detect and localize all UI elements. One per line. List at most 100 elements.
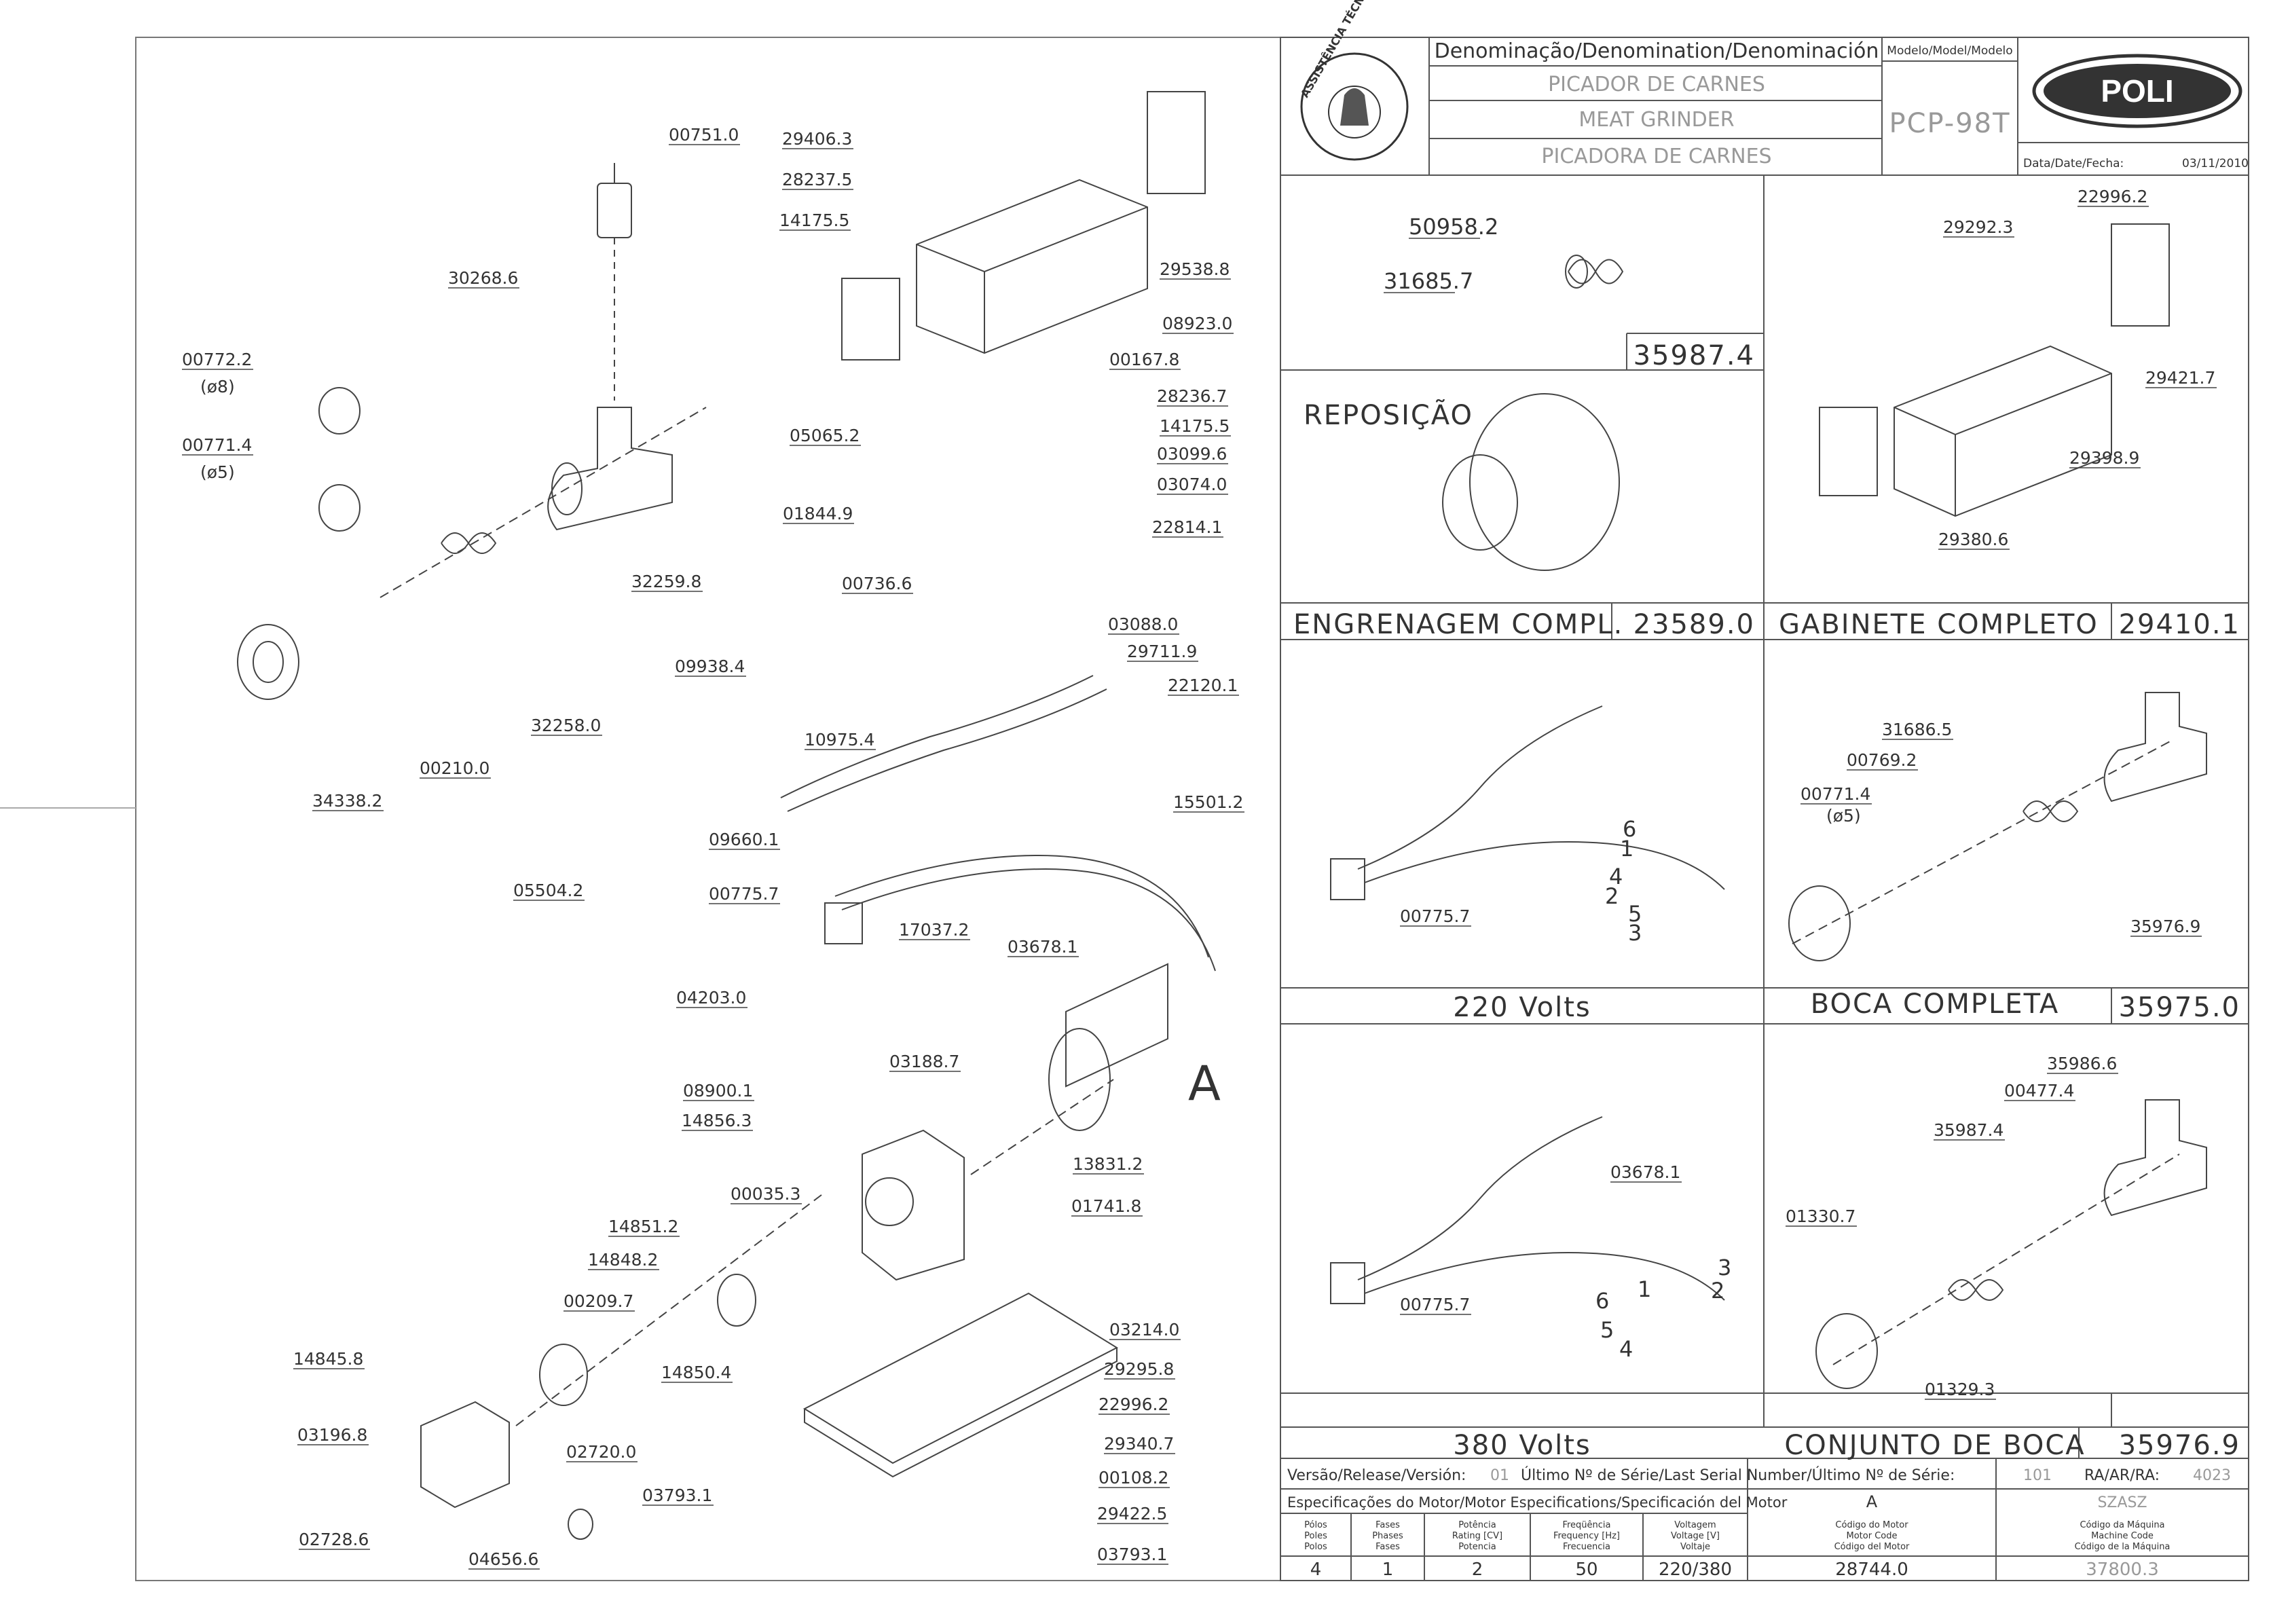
- part-label-148458: 14845.8: [293, 1349, 363, 1369]
- part-label-000353: 00035.3: [731, 1184, 800, 1204]
- part-label-322580: 32258.0: [531, 716, 601, 735]
- motor-callout-a: A: [1188, 1056, 1221, 1111]
- wire-220-6: 6: [1623, 816, 1636, 842]
- ra-label: RA/AR/RA:: [2084, 1467, 2160, 1484]
- motor-spec-values: 4 1 2 50 220/380 28744.0 37800.3: [1310, 1560, 2159, 1580]
- part-label-030740: 03074.0: [1157, 475, 1227, 494]
- wire-220-5: 5: [1628, 901, 1642, 927]
- part-label-148504: 14850.4: [661, 1363, 731, 1382]
- panel-part-label-359874-33: 35987.4: [1934, 1120, 2003, 1140]
- value-motor-code: 28744.0: [1835, 1560, 1908, 1580]
- part-label-099384: 09938.4: [675, 657, 745, 676]
- part-label-8: (ø8): [200, 377, 235, 396]
- part-label-018449: 01844.9: [783, 504, 853, 523]
- part-label-229962: 22996.2: [1098, 1395, 1168, 1414]
- wire-380-6: 6: [1595, 1288, 1609, 1314]
- panel-code-35987: 35987.4: [1633, 340, 1755, 371]
- part-label-001678: 00167.8: [1109, 350, 1179, 369]
- part-label-141755: 14175.5: [1160, 416, 1230, 436]
- part-label-030880: 03088.0: [1108, 614, 1178, 634]
- wire-380-4: 4: [1619, 1336, 1633, 1362]
- panel-part-label-316865-16: 31686.5: [1882, 720, 1952, 739]
- part-label-141755: 14175.5: [779, 210, 849, 230]
- part-label-002097: 00209.7: [564, 1291, 633, 1311]
- panel-part-label-293989-10: 29398.9: [2069, 448, 2139, 468]
- panel-part-label-229962-4: 22996.2: [2077, 187, 2147, 206]
- motor-spec-labels: Pólos Poles Polos Fases Phases Fases Pot…: [1304, 1520, 2170, 1552]
- part-label-170372: 17037.2: [899, 920, 969, 940]
- part-label-032140: 03214.0: [1109, 1320, 1179, 1340]
- label-power-en: Rating [CV]: [1452, 1531, 1502, 1541]
- part-label-322598: 32259.8: [631, 572, 701, 591]
- version-label: Versão/Release/Versión:: [1287, 1467, 1466, 1484]
- part-label-109754: 10975.4: [805, 730, 874, 750]
- value-poles: 4: [1310, 1560, 1322, 1580]
- panel-artwork: [1330, 223, 2207, 1389]
- part-label-096601: 09660.1: [709, 830, 779, 849]
- part-label-042030: 04203.0: [676, 988, 746, 1008]
- label-poles-es: Polos: [1304, 1542, 1327, 1552]
- panel-part-label-007757-27: 00775.7: [1400, 1295, 1470, 1314]
- part-label-007757: 00775.7: [709, 884, 779, 904]
- panel-part-label-509582-0: 50958.2: [1409, 214, 1498, 240]
- serial-label: Último Nº de Série/Last Serial Number/Úl…: [1521, 1466, 1955, 1484]
- panel-part-label-013307-35: 01330.7: [1786, 1206, 1855, 1226]
- part-label-292958: 29295.8: [1104, 1359, 1174, 1379]
- panel-part-labels: 50958.231685.722996.229292.329421.729398…: [1384, 187, 2217, 1400]
- label-voltage-es: Voltaje: [1680, 1542, 1710, 1552]
- part-label-001082: 00108.2: [1098, 1468, 1168, 1488]
- value-power: 2: [1472, 1560, 1483, 1580]
- part-label-148512: 14851.2: [608, 1217, 678, 1236]
- part-label-221201: 22120.1: [1168, 676, 1238, 695]
- panel-part-label-359769-23: 35976.9: [2130, 917, 2200, 936]
- model-number: PCP-98T: [1889, 108, 2010, 139]
- label-freq-en: Frequency [Hz]: [1553, 1531, 1620, 1541]
- serial-value: 101: [2023, 1467, 2052, 1484]
- wire-380-5: 5: [1600, 1317, 1614, 1343]
- label-phases-en: Phases: [1372, 1531, 1403, 1541]
- part-label-294063: 29406.3: [782, 129, 852, 149]
- part-label-037931: 03793.1: [1097, 1545, 1167, 1564]
- wire-220-3: 3: [1628, 920, 1642, 946]
- label-poles-pt: Pólos: [1304, 1520, 1327, 1530]
- part-label-027286: 02728.6: [299, 1530, 369, 1549]
- part-label-282375: 28237.5: [782, 170, 852, 189]
- main-part-labels: 00751.030268.600772.2(ø8)00771.4(ø5)0506…: [182, 125, 1244, 1570]
- panel-part-label-359866-29: 35986.6: [2047, 1054, 2117, 1073]
- brand-name: POLI: [2101, 73, 2173, 109]
- part-label-228141: 22814.1: [1152, 517, 1222, 537]
- value-freq: 50: [1575, 1560, 1598, 1580]
- part-label-282367: 28236.7: [1157, 386, 1227, 406]
- part-label-007722: 00772.2: [182, 350, 252, 369]
- wire-220-4: 4: [1609, 864, 1623, 889]
- engrenagem-code: 23589.0: [1633, 609, 1755, 640]
- panel-part-label-007692-18: 00769.2: [1847, 750, 1917, 770]
- part-label-046566: 04656.6: [468, 1549, 538, 1569]
- part-label-030996: 03099.6: [1157, 444, 1227, 464]
- date-value: 03/11/2010: [2182, 157, 2249, 170]
- panel-part-label-292923-6: 29292.3: [1943, 217, 2013, 237]
- engrenagem-title: ENGRENAGEM COMPL.: [1293, 609, 1623, 640]
- label-freq-es: Frecuencia: [1563, 1542, 1610, 1552]
- part-label-007714: 00771.4: [182, 435, 252, 455]
- part-label-031968: 03196.8: [297, 1425, 367, 1445]
- part-label-138312: 13831.2: [1073, 1154, 1143, 1174]
- part-label-002100: 00210.0: [420, 758, 490, 778]
- denomination-header: Denominação/Denomination/Denominación: [1435, 39, 1879, 63]
- model-header: Modelo/Model/Modelo: [1887, 44, 2012, 58]
- panel-part-label-293806-12: 29380.6: [1938, 530, 2008, 549]
- boca-completa-code: 35975.0: [2119, 992, 2240, 1023]
- panel-part-label-007757-14: 00775.7: [1400, 906, 1470, 926]
- part-label-027200: 02720.0: [566, 1442, 636, 1462]
- part-label-295388: 29538.8: [1160, 259, 1230, 279]
- version-value: 01: [1490, 1467, 1509, 1484]
- motor-col-brand: SZASZ: [2097, 1494, 2147, 1511]
- poli-logo: POLI: [2032, 54, 2242, 128]
- label-voltage-pt: Voltagem: [1674, 1520, 1716, 1530]
- part-label-5: (ø5): [200, 462, 235, 482]
- part-label-297119: 29711.9: [1127, 642, 1197, 661]
- part-label-148482: 14848.2: [588, 1250, 658, 1270]
- part-label-055042: 05504.2: [513, 881, 583, 900]
- part-label-294225: 29422.5: [1097, 1504, 1167, 1524]
- gabinete-title: GABINETE COMPLETO: [1779, 609, 2099, 640]
